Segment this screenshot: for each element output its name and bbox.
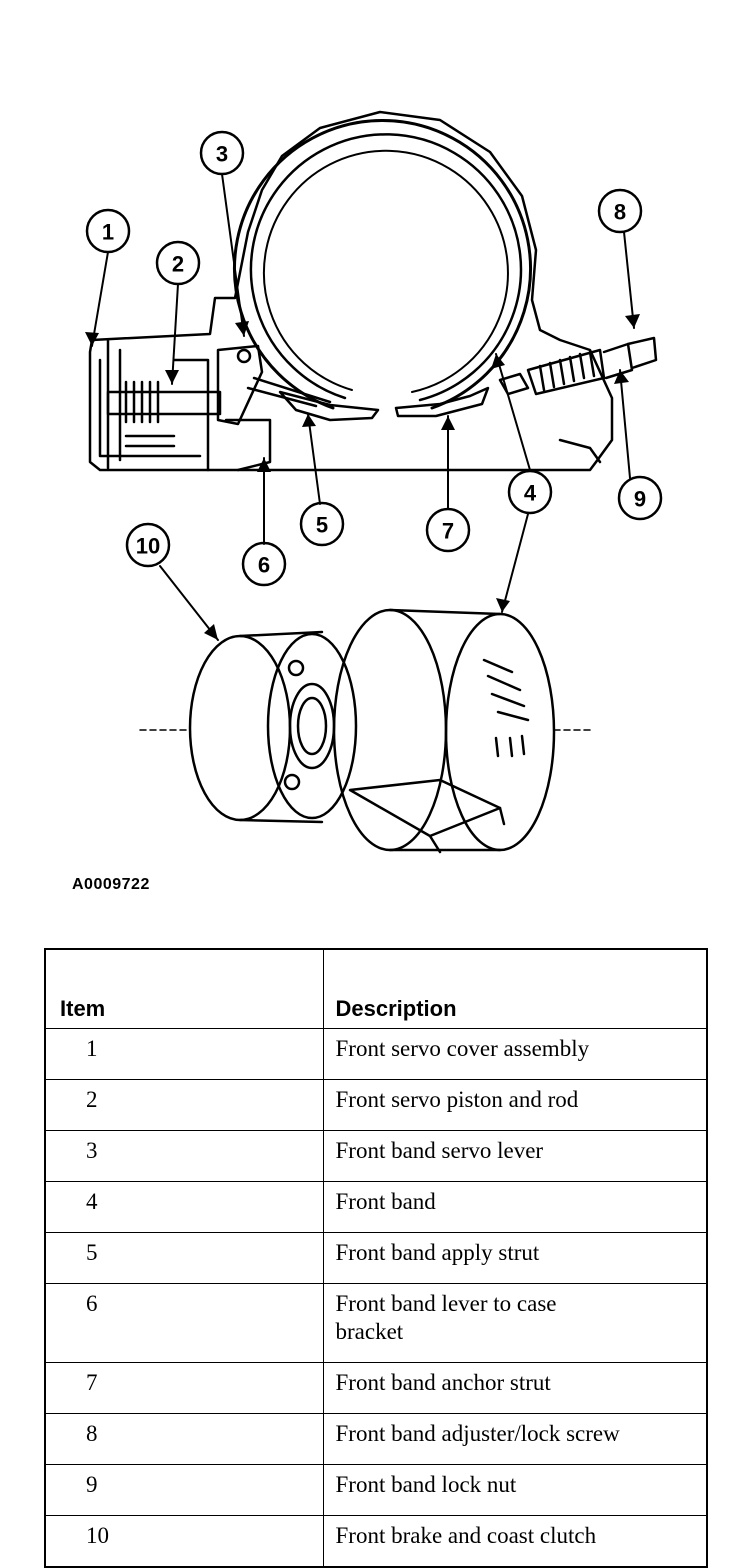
legend-item-description: Front band lever to case bracket bbox=[322, 1283, 708, 1363]
servo-assembly bbox=[106, 338, 222, 472]
legend-item-number: 5 bbox=[44, 1232, 324, 1284]
callout-4: 4 bbox=[524, 481, 537, 506]
callout-10: 10 bbox=[136, 534, 160, 559]
callout-circle-2 bbox=[155, 240, 201, 286]
callout-6: 6 bbox=[258, 553, 270, 578]
servo-lever bbox=[216, 344, 332, 472]
legend-row: 8 Front band adjuster/lock screw bbox=[44, 1413, 708, 1465]
legend-row: 7 Front band anchor strut bbox=[44, 1362, 708, 1414]
brake-clutch-drum bbox=[139, 630, 358, 824]
callout-1: 1 bbox=[102, 220, 114, 245]
legend-item-number: 3 bbox=[44, 1130, 324, 1182]
band-servo-diagram: 1 2 3 4 5 6 7 8 9 10 bbox=[85, 110, 663, 854]
callout-9: 9 bbox=[634, 487, 646, 512]
figure-id: A0009722 bbox=[72, 876, 150, 893]
legend-item-description: Front band lock nut bbox=[322, 1464, 708, 1516]
callout-3: 3 bbox=[216, 142, 228, 167]
legend-item-number: 7 bbox=[44, 1362, 324, 1414]
legend-header-description: Description bbox=[322, 948, 708, 1029]
legend-item-number: 2 bbox=[44, 1079, 324, 1131]
legend-item-number: 9 bbox=[44, 1464, 324, 1516]
legend-item-description: Front band anchor strut bbox=[322, 1362, 708, 1414]
leader-3 bbox=[221, 173, 245, 337]
callout-circle-8 bbox=[597, 188, 643, 234]
legend-row: 3 Front band servo lever bbox=[44, 1130, 708, 1182]
legend-item-description: Front band apply strut bbox=[322, 1232, 708, 1284]
leader-4a bbox=[495, 353, 531, 471]
legend-item-number: 8 bbox=[44, 1413, 324, 1465]
legend-row: 2 Front servo piston and rod bbox=[44, 1079, 708, 1131]
callout-2: 2 bbox=[172, 252, 184, 277]
legend-header-row: Item Description bbox=[44, 948, 708, 1029]
legend-header-item: Item bbox=[44, 948, 324, 1029]
legend-item-number: 10 bbox=[44, 1515, 324, 1568]
legend-item-number: 4 bbox=[44, 1181, 324, 1233]
callout-circle-3 bbox=[199, 130, 245, 176]
legend-row: 10 Front brake and coast clutch bbox=[44, 1515, 708, 1568]
legend-item-number: 6 bbox=[44, 1283, 324, 1363]
legend-item-description: Front band adjuster/lock screw bbox=[322, 1413, 708, 1465]
front-band-upper bbox=[233, 119, 532, 422]
legend-row: 4 Front band bbox=[44, 1181, 708, 1233]
leader-arrowheads bbox=[85, 314, 640, 640]
callout-circle-7 bbox=[425, 507, 471, 553]
legend-row: 1 Front servo cover assembly bbox=[44, 1028, 708, 1080]
callout-circle-10 bbox=[125, 522, 171, 568]
leader-4b bbox=[501, 513, 529, 613]
legend-item-description: Front band bbox=[322, 1181, 708, 1233]
callout-circle-4 bbox=[507, 469, 553, 515]
callout-5: 5 bbox=[316, 513, 328, 538]
legend-item-description: Front band servo lever bbox=[322, 1130, 708, 1182]
transmission-case bbox=[88, 110, 614, 472]
leader-8 bbox=[623, 231, 635, 329]
callout-circle-5 bbox=[299, 501, 345, 547]
callout-circle-6 bbox=[241, 541, 287, 587]
legend-item-number: 1 bbox=[44, 1028, 324, 1080]
leader-9 bbox=[619, 369, 631, 479]
leader-2 bbox=[171, 283, 179, 385]
legend-table: Item Description 1 Front servo cover ass… bbox=[44, 948, 708, 1568]
front-band-lower bbox=[332, 608, 591, 854]
callout-circle-9 bbox=[617, 475, 663, 521]
legend-item-description: Front servo cover assembly bbox=[322, 1028, 708, 1080]
legend-row: 5 Front band apply strut bbox=[44, 1232, 708, 1284]
leader-lines bbox=[91, 173, 635, 641]
adjuster-screw bbox=[498, 336, 658, 396]
callout-8: 8 bbox=[614, 200, 626, 225]
leader-10 bbox=[159, 565, 219, 641]
callout-7: 7 bbox=[442, 519, 454, 544]
callout-circles bbox=[85, 130, 663, 587]
legend-row: 9 Front band lock nut bbox=[44, 1464, 708, 1516]
legend-item-description: Front servo piston and rod bbox=[322, 1079, 708, 1131]
leader-1 bbox=[91, 251, 109, 347]
legend-item-description: Front brake and coast clutch bbox=[322, 1515, 708, 1568]
legend-row: 6 Front band lever to case bracket bbox=[44, 1283, 708, 1363]
callout-circle-1 bbox=[85, 208, 131, 254]
leader-5 bbox=[307, 413, 321, 505]
